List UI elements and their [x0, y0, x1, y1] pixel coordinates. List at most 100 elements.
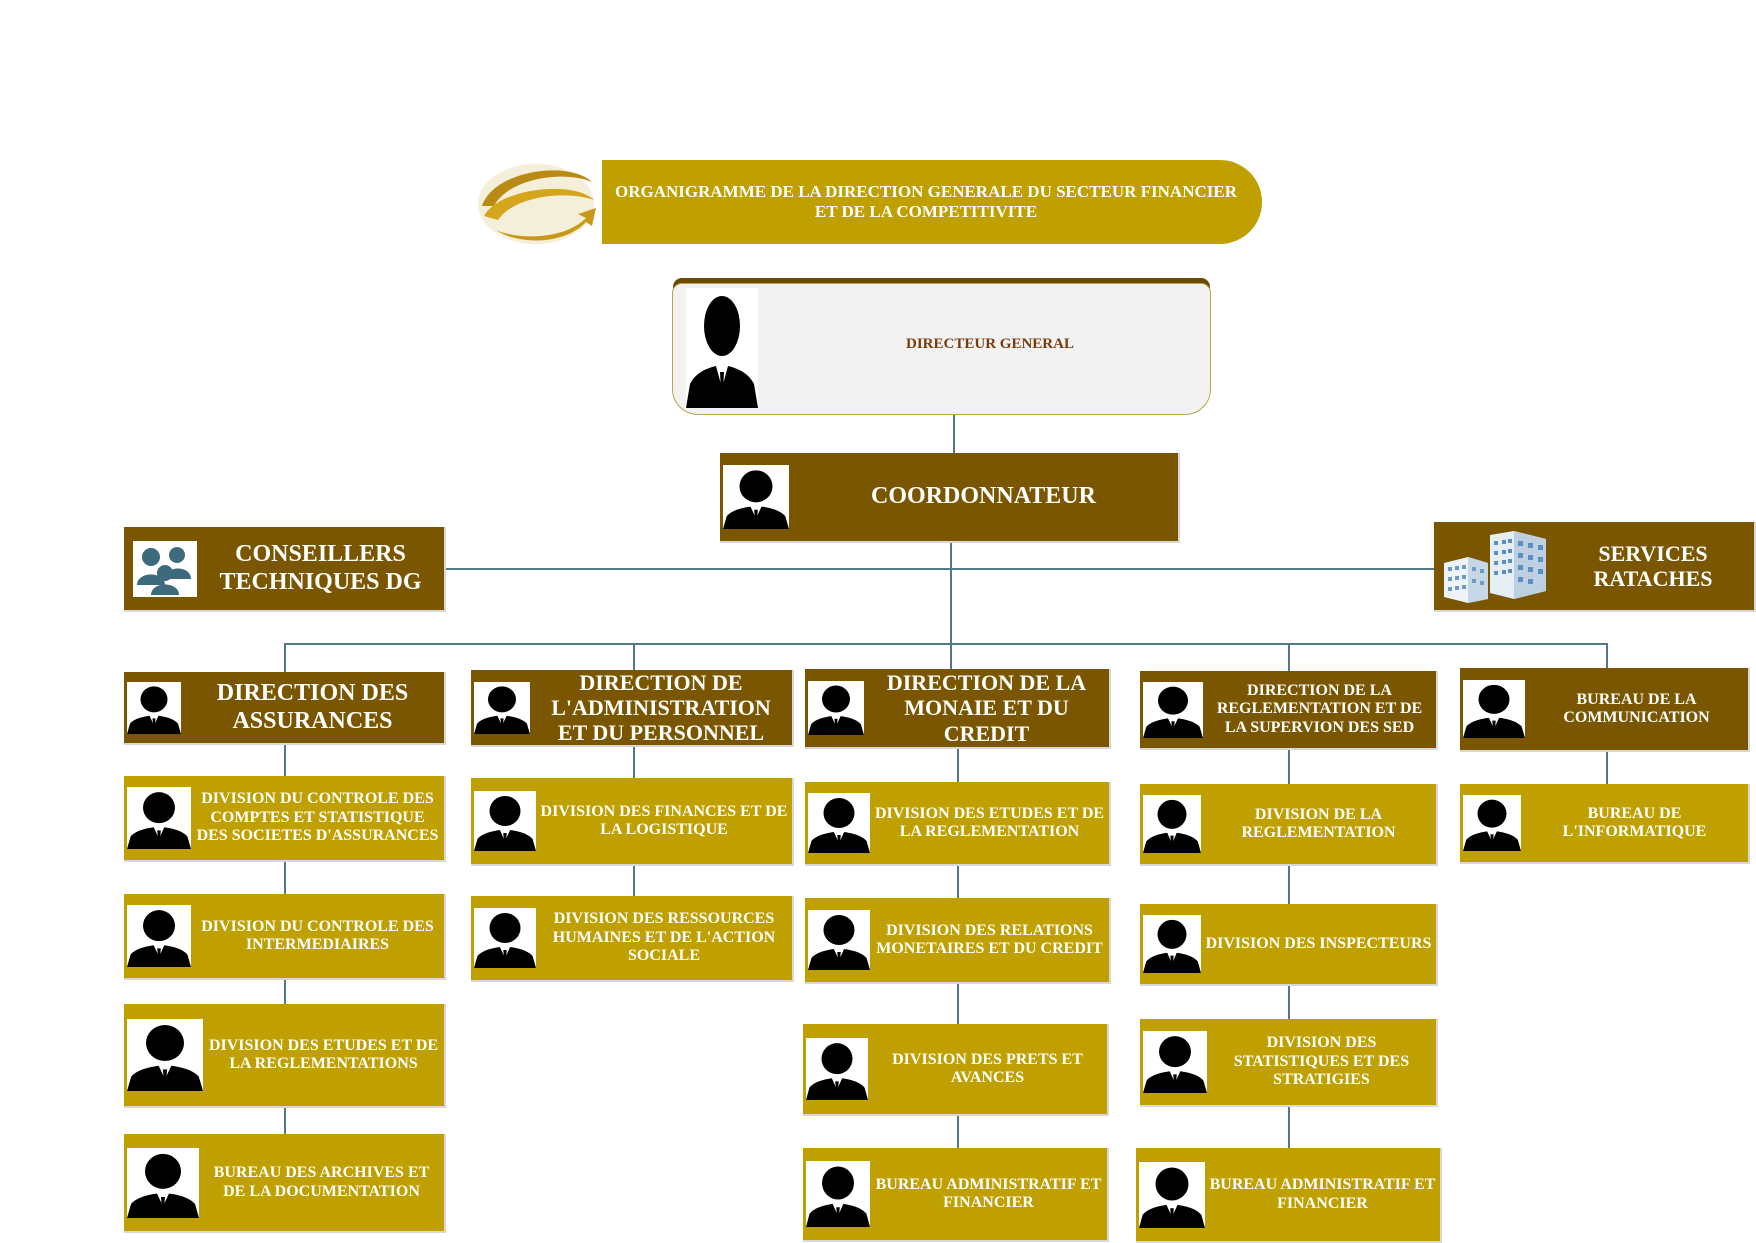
- direction-box-label: DIRECTION DE LA REGLEMENTATION ET DE LA …: [1216, 681, 1423, 736]
- division-box-label: DIVISION DU CONTROLE DES INTERMEDIAIRES: [201, 917, 434, 953]
- coordonnateur-label: COORDONNATEUR: [871, 483, 1096, 510]
- division-box[interactable]: BUREAU ADMINISTRATIF ET FINANCIER: [1136, 1148, 1442, 1243]
- connector-drop: [950, 643, 952, 671]
- person-silhouette-svg: [474, 796, 536, 851]
- division-box-label: BUREAU DES ARCHIVES ET DE LA DOCUMENTATI…: [213, 1164, 430, 1200]
- direction-box[interactable]: BUREAU DE LA COMMUNICATION: [1460, 668, 1750, 752]
- division-box-label: DIVISION DES PRETS ET AVANCES: [892, 1050, 1083, 1086]
- person-silhouette-icon: [806, 1038, 868, 1100]
- person-silhouette-icon: [808, 681, 864, 735]
- person-silhouette-icon: [474, 681, 530, 734]
- division-box-label: DIVISION DE LA REGLEMENTATION: [1241, 805, 1396, 841]
- conseillers-label: CONSEILLERS TECHNIQUES DG: [219, 540, 422, 595]
- person-silhouette-svg: [474, 685, 530, 734]
- direction-box-label: DIRECTION DE L'ADMINISTRATION ET DU PERS…: [551, 669, 771, 746]
- person-silhouette-svg: [808, 798, 870, 853]
- person-silhouette-svg: [1143, 686, 1203, 738]
- connector-directions-bar: [284, 643, 1607, 645]
- person-silhouette-icon: [806, 1161, 870, 1227]
- person-silhouette-icon: [1463, 795, 1521, 851]
- division-box-label: BUREAU DE L'INFORMATIQUE: [1562, 804, 1707, 840]
- person-silhouette-svg: [1143, 799, 1201, 853]
- direction-box[interactable]: DIRECTION DE LA MONAIE ET DU CREDIT: [805, 669, 1111, 749]
- person-silhouette-svg: [127, 792, 191, 849]
- division-box[interactable]: DIVISION DE LA REGLEMENTATION: [1140, 784, 1438, 866]
- connector-drop: [633, 643, 635, 673]
- direction-box[interactable]: DIRECTION DES ASSURANCES: [124, 672, 446, 745]
- group-icon: [133, 540, 197, 597]
- direction-box-label: BUREAU DE LA COMMUNICATION: [1563, 690, 1710, 726]
- person-silhouette-icon: [808, 793, 870, 853]
- person-silhouette-svg: [806, 1043, 868, 1100]
- person-silhouette-svg: [808, 915, 870, 970]
- division-box-label: DIVISION DES ETUDES ET DE LA REGLEMENTAT…: [874, 804, 1105, 840]
- person-silhouette-icon: [1143, 1031, 1207, 1093]
- connector-col: [1606, 752, 1608, 785]
- division-box[interactable]: DIVISION DES ETUDES ET DE LA REGLEMENTAT…: [805, 782, 1111, 866]
- person-silhouette-icon: [1139, 1161, 1205, 1228]
- services-label: SERVICES RATACHES: [1593, 540, 1713, 591]
- direction-box-label: DIRECTION DE LA MONAIE ET DU CREDIT: [886, 670, 1087, 746]
- division-box[interactable]: BUREAU DE L'INFORMATIQUE: [1460, 784, 1750, 864]
- connector-drop: [284, 643, 286, 673]
- division-box[interactable]: DIVISION DES FINANCES ET DE LA LOGISTIQU…: [471, 778, 794, 866]
- division-box-label: DIVISION DES STATISTIQUES ET DES STRATIG…: [1233, 1034, 1410, 1089]
- division-box[interactable]: DIVISION DES RESSOURCES HUMAINES ET DE L…: [471, 896, 794, 982]
- services-box[interactable]: SERVICES RATACHES: [1434, 522, 1756, 612]
- page-title: ORGANIGRAMME DE LA DIRECTION GENERALE DU…: [602, 160, 1262, 244]
- division-box[interactable]: DIVISION DES PRETS ET AVANCES: [803, 1024, 1109, 1116]
- buildings-icon: [1442, 529, 1552, 603]
- division-box-label: DIVISION DES INSPECTEURS: [1205, 934, 1432, 952]
- person-silhouette-icon: [1143, 681, 1203, 738]
- person-silhouette-icon: [686, 288, 758, 408]
- person-silhouette-icon: [474, 908, 536, 968]
- division-box-label: DIVISION DU CONTROLE DES COMPTES ET STAT…: [196, 790, 439, 845]
- division-box[interactable]: DIVISION DU CONTROLE DES INTERMEDIAIRES: [124, 894, 446, 980]
- division-box-label: DIVISION DES FINANCES ET DE LA LOGISTIQU…: [540, 802, 788, 838]
- logo-swoosh-icon: [474, 160, 604, 246]
- connector-drop: [1606, 643, 1608, 670]
- division-box[interactable]: DIVISION DES ETUDES ET DE LA REGLEMENTAT…: [124, 1004, 446, 1108]
- person-silhouette-icon: [1463, 680, 1525, 738]
- person-silhouette-icon: [127, 681, 181, 734]
- person-silhouette-svg: [806, 1166, 870, 1227]
- person-silhouette-svg: [1463, 799, 1521, 851]
- person-silhouette-svg: [1463, 684, 1525, 738]
- directeur-general-label: DIRECTEUR GENERAL: [906, 336, 1074, 352]
- division-box-label: BUREAU ADMINISTRATIF ET FINANCIER: [1209, 1176, 1436, 1212]
- division-box-label: DIVISION DES RELATIONS MONETAIRES ET DU …: [876, 921, 1103, 957]
- person-silhouette-svg: [127, 910, 191, 967]
- direction-box[interactable]: DIRECTION DE LA REGLEMENTATION ET DE LA …: [1140, 671, 1438, 750]
- person-silhouette-icon: [723, 465, 789, 529]
- division-box-label: DIVISION DES ETUDES ET DE LA REGLEMENTAT…: [208, 1036, 439, 1072]
- person-silhouette-icon: [127, 1147, 199, 1218]
- connector-dg-coord: [953, 413, 955, 453]
- person-silhouette-svg: [127, 1025, 203, 1091]
- division-box[interactable]: DIVISION DES STATISTIQUES ET DES STRATIG…: [1140, 1019, 1438, 1107]
- division-box-label: DIVISION DES RESSOURCES HUMAINES ET DE L…: [552, 910, 776, 965]
- division-box[interactable]: DIVISION DU CONTROLE DES COMPTES ET STAT…: [124, 776, 446, 862]
- person-silhouette-svg: [1143, 1036, 1207, 1093]
- person-silhouette-svg: [1143, 919, 1201, 973]
- division-box[interactable]: DIVISION DES INSPECTEURS: [1140, 904, 1438, 986]
- page-title-text: ORGANIGRAMME DE LA DIRECTION GENERALE DU…: [615, 182, 1237, 221]
- directeur-general-card[interactable]: [672, 283, 1211, 415]
- person-silhouette-icon: [1143, 795, 1201, 853]
- direction-box[interactable]: DIRECTION DE L'ADMINISTRATION ET DU PERS…: [471, 670, 794, 747]
- person-silhouette-icon: [808, 910, 870, 970]
- coordonnateur-box[interactable]: COORDONNATEUR: [720, 453, 1180, 543]
- connector-coord-trunk: [950, 542, 952, 645]
- division-box[interactable]: DIVISION DES RELATIONS MONETAIRES ET DU …: [805, 898, 1111, 984]
- person-silhouette-icon: [127, 787, 191, 849]
- division-box[interactable]: BUREAU DES ARCHIVES ET DE LA DOCUMENTATI…: [124, 1134, 446, 1233]
- person-silhouette-svg: [474, 913, 536, 968]
- conseillers-box[interactable]: CONSEILLERS TECHNIQUES DG: [124, 527, 446, 612]
- person-silhouette-svg: [1139, 1167, 1205, 1228]
- connector-drop: [1288, 643, 1290, 673]
- person-silhouette-icon: [127, 905, 191, 967]
- connector-side-bar: [445, 568, 1435, 570]
- person-silhouette-icon: [1143, 915, 1201, 973]
- direction-box-label: DIRECTION DES ASSURANCES: [216, 679, 409, 734]
- person-silhouette-svg: [127, 685, 181, 734]
- division-box[interactable]: BUREAU ADMINISTRATIF ET FINANCIER: [803, 1148, 1109, 1242]
